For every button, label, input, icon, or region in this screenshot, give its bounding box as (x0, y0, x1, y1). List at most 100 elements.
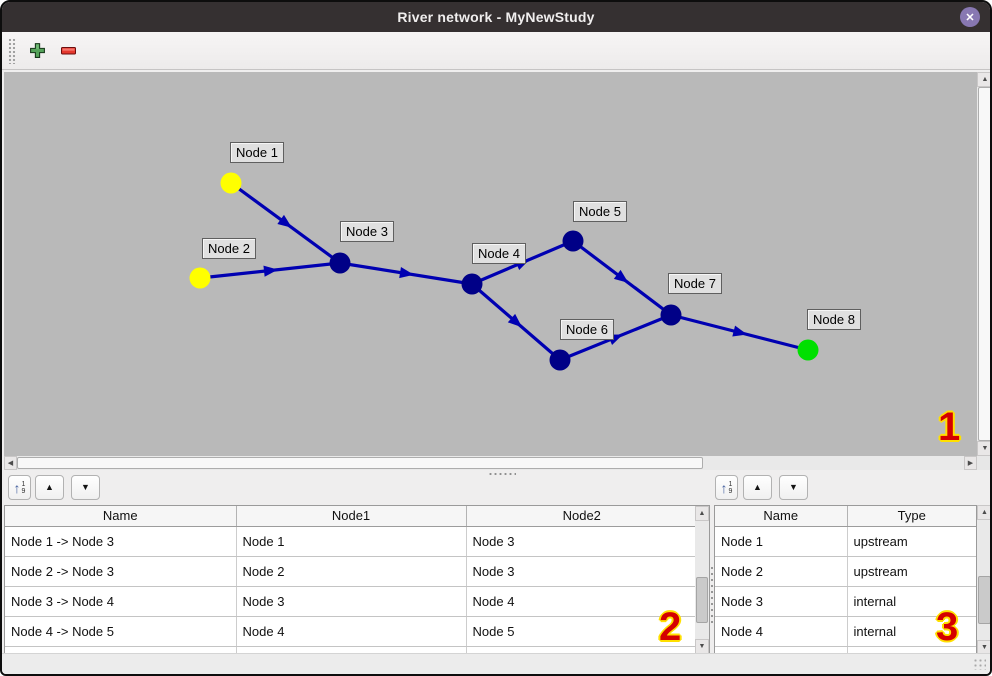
table-cell[interactable]: Node 5 (466, 616, 697, 647)
river-node[interactable] (461, 273, 483, 295)
canvas-hscroll-track[interactable] (17, 456, 964, 470)
node-label[interactable]: Node 4 (472, 243, 526, 264)
table-cell[interactable]: internal (847, 586, 976, 617)
nodes-scroll-thumb[interactable] (978, 576, 990, 624)
scrollbar-corner (977, 456, 990, 470)
node-label[interactable]: Node 7 (668, 273, 722, 294)
table-cell[interactable]: Node 1 -> Node 3 (5, 526, 237, 557)
table-cell[interactable]: Node 2 (715, 556, 848, 587)
network-canvas[interactable]: Node 1 Node 2 Node 3 Node 4 Node 5 Node 6 Node… (4, 72, 977, 456)
links-sort-button[interactable]: ↑ 1 9 (8, 475, 31, 500)
links-scroll-track[interactable] (695, 521, 709, 639)
canvas-hscrollbar[interactable]: ◀ ▶ (4, 456, 977, 470)
scroll-down-button[interactable]: ▼ (977, 441, 990, 456)
nodes-table-vscrollbar[interactable]: ▲ ▼ (977, 505, 990, 655)
table-row[interactable] (715, 646, 976, 654)
nodes-move-down-button[interactable]: ▼ (779, 475, 808, 500)
node-label[interactable]: Node 5 (573, 201, 627, 222)
table-cell[interactable]: Node 3 (236, 586, 467, 617)
table-cell[interactable]: Node 1 (236, 526, 467, 557)
add-button[interactable] (26, 40, 48, 62)
river-node[interactable] (220, 172, 242, 194)
river-node[interactable] (329, 252, 351, 274)
canvas-vscrollbar[interactable]: ▲ ▼ (977, 72, 990, 456)
column-header[interactable]: Name (715, 506, 848, 527)
triangle-up-icon: ▲ (698, 510, 706, 517)
nodes-sort-button[interactable]: ↑ 1 9 (715, 475, 738, 500)
table-cell[interactable]: Node 3 (466, 556, 697, 587)
column-header[interactable]: Node2 (466, 506, 697, 527)
table-cell[interactable]: Node 2 -> Node 3 (5, 556, 237, 587)
column-header[interactable]: Type (847, 506, 976, 527)
table-cell[interactable]: Node 3 -> Node 4 (5, 586, 237, 617)
river-node[interactable] (189, 267, 211, 289)
scroll-right-button[interactable]: ▶ (964, 456, 977, 470)
toolbar-drag-handle[interactable] (8, 37, 16, 64)
table-cell[interactable] (466, 646, 697, 654)
scroll-up-button[interactable]: ▲ (695, 506, 709, 521)
node-label[interactable]: Node 1 (230, 142, 284, 163)
table-cell[interactable]: Node 3 (466, 526, 697, 557)
pane-splitter-handle[interactable] (488, 472, 516, 476)
canvas-vscroll-track[interactable] (977, 87, 990, 441)
node-label[interactable]: Node 6 (560, 319, 614, 340)
node-label[interactable]: Node 8 (807, 309, 861, 330)
table-cell[interactable] (236, 646, 467, 654)
column-header[interactable]: Name (5, 506, 237, 527)
table-cell[interactable]: upstream (847, 556, 976, 587)
river-node[interactable] (797, 339, 819, 361)
edge-arrow-icon (263, 265, 278, 277)
scroll-up-button[interactable]: ▲ (977, 72, 990, 87)
table-cell[interactable]: Node 4 -> Node 5 (5, 616, 237, 647)
table-cell[interactable]: Node 2 (236, 556, 467, 587)
triangle-down-icon: ▼ (81, 482, 90, 492)
node-label[interactable]: Node 3 (340, 221, 394, 242)
table-cell[interactable]: Node 1 (715, 526, 848, 557)
canvas-vscroll-thumb[interactable] (978, 87, 990, 441)
table-row[interactable] (5, 646, 697, 654)
triangle-up-icon: ▲ (981, 509, 988, 516)
links-table-vscrollbar[interactable]: ▲ ▼ (695, 506, 709, 654)
table-cell[interactable]: Node 4 (715, 616, 848, 647)
river-node[interactable] (660, 304, 682, 326)
nodes-move-up-button[interactable]: ▲ (743, 475, 772, 500)
table-cell[interactable] (847, 646, 976, 654)
node-label[interactable]: Node 2 (202, 238, 256, 259)
nodes-scroll-track[interactable] (977, 520, 990, 640)
table-cell[interactable]: Node 3 (715, 586, 848, 617)
links-scroll-thumb[interactable] (696, 577, 708, 623)
links-move-up-button[interactable]: ▲ (35, 475, 64, 500)
table-cell[interactable] (715, 646, 848, 654)
links-move-down-button[interactable]: ▼ (71, 475, 100, 500)
river-node[interactable] (549, 349, 571, 371)
remove-button[interactable] (58, 40, 80, 62)
table-cell[interactable]: Node 4 (466, 586, 697, 617)
scroll-up-button[interactable]: ▲ (977, 505, 990, 520)
resize-grip[interactable] (973, 658, 986, 670)
canvas-hscroll-thumb[interactable] (17, 457, 703, 469)
scroll-down-button[interactable]: ▼ (695, 639, 709, 654)
plus-icon (29, 43, 45, 58)
table-cell[interactable] (5, 646, 237, 654)
title-bar[interactable]: River network - MyNewStudy ✕ (2, 2, 990, 32)
table-cell[interactable]: internal (847, 616, 976, 647)
column-header[interactable]: Node1 (236, 506, 467, 527)
sort-ascending-icon: ↑ 1 9 (13, 479, 26, 496)
table-splitter-handle[interactable] (710, 565, 714, 625)
close-button[interactable]: ✕ (960, 7, 980, 27)
table-cell[interactable]: Node 4 (236, 616, 467, 647)
river-node[interactable] (562, 230, 584, 252)
table-cell[interactable]: upstream (847, 526, 976, 557)
scroll-left-button[interactable]: ◀ (4, 456, 17, 470)
